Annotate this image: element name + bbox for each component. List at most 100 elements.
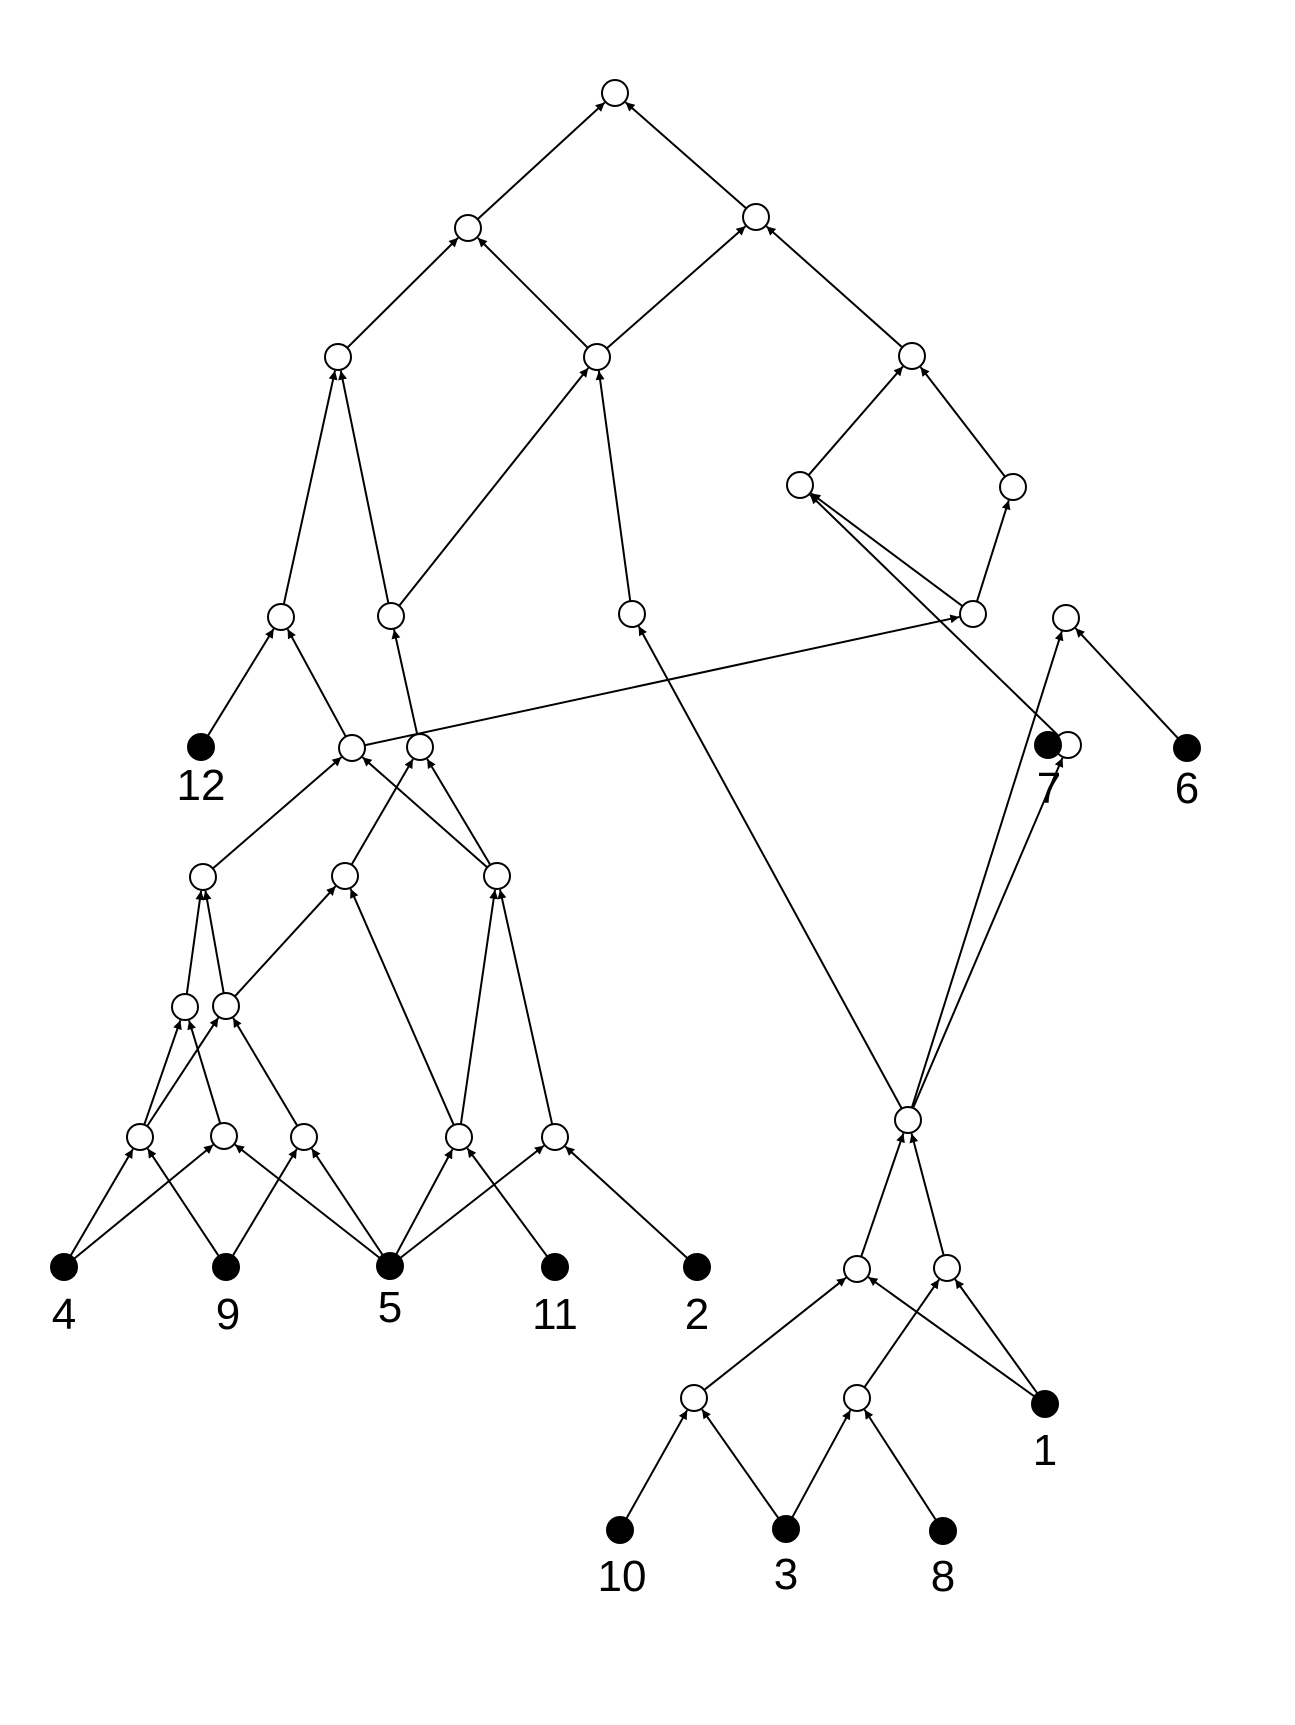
node-layer	[50, 79, 1201, 1545]
edge-k-to-d	[595, 370, 632, 602]
edge-e-to-b	[765, 225, 903, 349]
leaf-node-8	[929, 1517, 957, 1545]
edge-d-to-b	[606, 225, 747, 350]
edge-u-to-r	[143, 1019, 182, 1126]
inner-node	[618, 600, 646, 628]
inner-node	[1052, 604, 1080, 632]
inner-node	[212, 992, 240, 1020]
edge-h-to-c	[282, 370, 338, 605]
edge-l2-to-y	[564, 1145, 689, 1259]
edge-p-to-n	[350, 758, 414, 866]
leaf-label-11: 11	[532, 1290, 578, 1339]
edge-l5-to-y	[399, 1144, 545, 1259]
edge-v-to-r	[187, 1020, 222, 1124]
edge-aa-to-k	[637, 625, 903, 1110]
edge-l6-to-z	[1074, 627, 1179, 740]
edge-l3-to-ae	[791, 1409, 852, 1519]
edge-c-to-a	[346, 237, 459, 349]
edge-l-to-f	[809, 494, 1060, 737]
inner-node	[583, 343, 611, 371]
inner-node	[959, 600, 987, 628]
edge-m-to-j	[364, 614, 960, 747]
leaf-label-layer: 12 4 9 5 11 2 7 6 10 3 8 1	[52, 761, 1199, 1601]
inner-node	[126, 1123, 154, 1151]
leaf-node-12	[187, 733, 215, 761]
edge-layer	[69, 101, 1179, 1521]
leaf-node-6	[1173, 734, 1201, 762]
edge-aa-to-z	[910, 631, 1064, 1108]
edge-l3-to-ad	[701, 1408, 780, 1519]
leaf-label-6: 6	[1175, 764, 1199, 813]
edge-l10-to-ad	[625, 1409, 689, 1520]
leaf-label-4: 4	[52, 1290, 76, 1339]
leaf-label-1: 1	[1033, 1426, 1057, 1475]
inner-node	[331, 862, 359, 890]
inner-node	[454, 214, 482, 242]
leaf-node-7	[1034, 731, 1062, 759]
inner-node	[786, 471, 814, 499]
inner-node	[541, 1123, 569, 1151]
edge-x-to-q	[459, 889, 499, 1125]
edge-a-to-t	[476, 101, 606, 220]
inner-node	[843, 1384, 871, 1412]
edge-y-to-q	[497, 889, 554, 1125]
edge-l9-to-w	[231, 1148, 298, 1257]
edge-l4-to-u	[69, 1148, 134, 1257]
edge-l5-to-v	[234, 1143, 381, 1259]
leaf-label-2: 2	[685, 1290, 709, 1339]
edge-m-to-h	[286, 628, 347, 738]
edge-j-to-g	[975, 500, 1011, 602]
edge-ac-to-aa	[909, 1133, 945, 1256]
inner-node	[601, 79, 629, 107]
edge-d-to-a	[477, 237, 589, 349]
inner-node	[210, 1122, 238, 1150]
leaf-node-10	[606, 1516, 634, 1544]
edge-l5-to-w	[310, 1148, 384, 1256]
edge-aa-to-l	[912, 757, 1064, 1109]
leaf-node-5	[376, 1252, 404, 1280]
edge-ae-to-ac	[863, 1278, 940, 1388]
leaf-label-3: 3	[774, 1550, 798, 1599]
edge-g-to-e	[919, 366, 1006, 478]
leaf-node-11	[541, 1253, 569, 1281]
inner-node	[406, 733, 434, 761]
edge-i-to-c	[338, 370, 390, 604]
edge-q-to-n	[426, 758, 492, 866]
inner-node	[898, 342, 926, 370]
leaf-label-9: 9	[216, 1290, 240, 1339]
leaf-node-2	[683, 1253, 711, 1281]
inner-node	[445, 1123, 473, 1151]
inner-node	[189, 863, 217, 891]
edge-w-to-s	[232, 1017, 299, 1127]
edge-l12-to-h	[206, 628, 275, 737]
edge-o-to-m	[212, 756, 343, 870]
leaf-label-8: 8	[931, 1552, 955, 1601]
inner-node	[290, 1123, 318, 1151]
leaf-node-9	[212, 1253, 240, 1281]
edge-b-to-t	[624, 101, 747, 210]
edge-u-to-s	[146, 1017, 220, 1127]
inner-node	[999, 473, 1027, 501]
leaf-label-5: 5	[378, 1283, 402, 1332]
edge-ad-to-ab	[703, 1276, 847, 1391]
edge-l1-to-ac	[954, 1278, 1039, 1395]
inner-node	[933, 1254, 961, 1282]
edge-s-to-o	[202, 890, 225, 994]
inner-node	[680, 1384, 708, 1412]
leaf-label-7: 7	[1037, 764, 1061, 813]
inner-node	[377, 602, 405, 630]
inner-node	[742, 203, 770, 231]
inner-node	[324, 343, 352, 371]
edge-l9-to-u	[146, 1148, 220, 1257]
edge-i-to-d	[398, 367, 590, 607]
leaf-label-10: 10	[598, 1552, 647, 1601]
edge-n-to-i	[391, 629, 419, 735]
edge-l8-to-ae	[863, 1409, 937, 1521]
leaf-label-12: 12	[177, 761, 226, 810]
edge-q-to-m	[361, 756, 488, 869]
edge-x-to-p	[349, 888, 455, 1126]
leaf-node-1	[1031, 1390, 1059, 1418]
edge-l5-to-x	[395, 1148, 454, 1256]
inner-node	[267, 603, 295, 631]
